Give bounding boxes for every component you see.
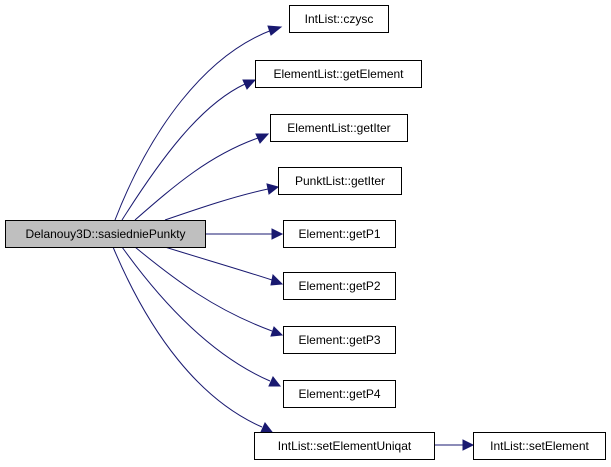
node-callee-getP4-box <box>283 380 396 408</box>
node-callee-getIter-element-box <box>270 114 408 142</box>
edge-root-getP1-arrow <box>271 228 284 240</box>
node-callee-getP3-label: Element::getP3 <box>298 333 380 347</box>
edge-root-getP4-arrow <box>268 376 282 387</box>
edge-root-setElementUniqat-arrow <box>260 422 274 433</box>
edge-root-czysc-arrow <box>267 25 283 36</box>
edge-uniqat-setElement-arrow <box>462 439 475 451</box>
edge-root-setElementUniqat <box>112 246 263 428</box>
node-callee-getIter-element-label: ElementList::getIter <box>287 121 390 135</box>
node-callee-getP2-label: Element::getP2 <box>298 279 380 293</box>
edge-root-getIter-punkt <box>164 188 269 221</box>
node-callee-getP3[interactable]: Element::getP3 <box>283 326 396 354</box>
node-callee-getP3-box <box>283 326 396 354</box>
node-secondary-setElement-box <box>473 432 606 460</box>
node-callee-getP2-box <box>283 272 396 300</box>
node-root-box <box>5 220 206 248</box>
node-callee-getP4-label: Element::getP4 <box>298 387 380 401</box>
edge-root-czysc <box>114 29 273 221</box>
node-callee-getElement-label: ElementList::getElement <box>273 67 404 81</box>
node-secondary-setElement[interactable]: IntList::setElement <box>473 432 606 460</box>
node-root[interactable]: Delanouy3D::sasiedniePunkty <box>5 220 206 248</box>
call-nodes: Delanouy3D::sasiedniePunkty IntList::czy… <box>5 5 606 460</box>
node-callee-getIter-punkt-box <box>278 167 402 195</box>
node-callee-getP1-box <box>283 220 396 248</box>
edge-root-getElement <box>121 83 246 221</box>
edge-root-getIter-element <box>134 137 259 221</box>
node-callee-setElementUniqat-box <box>254 432 435 460</box>
node-callee-czysc-label: IntList::czysc <box>305 12 374 26</box>
edge-root-getP4 <box>121 246 271 382</box>
edge-root-getP2-arrow <box>270 273 284 286</box>
edge-root-getP3 <box>134 246 273 332</box>
node-callee-getIter-punkt-label: PunktList::getIter <box>295 174 385 188</box>
node-callee-getP1[interactable]: Element::getP1 <box>283 220 396 248</box>
edge-root-getIter-punkt-arrow <box>266 183 280 195</box>
node-callee-getElement[interactable]: ElementList::getElement <box>255 60 422 88</box>
node-callee-setElementUniqat[interactable]: IntList::setElementUniqat <box>254 432 435 460</box>
node-callee-czysc-box <box>289 5 389 33</box>
node-root-label: Delanouy3D::sasiedniePunkty <box>25 227 185 241</box>
node-callee-getIter-element[interactable]: ElementList::getIter <box>270 114 408 142</box>
node-callee-getP1-label: Element::getP1 <box>298 227 380 241</box>
edge-root-getP2 <box>164 246 273 281</box>
node-callee-czysc[interactable]: IntList::czysc <box>289 5 389 33</box>
edge-root-getElement-arrow <box>242 79 257 90</box>
node-callee-getP2[interactable]: Element::getP2 <box>283 272 396 300</box>
node-secondary-setElement-label: IntList::setElement <box>490 439 589 453</box>
node-callee-getP4[interactable]: Element::getP4 <box>283 380 396 408</box>
edge-root-getIter-element-arrow <box>255 133 270 144</box>
node-callee-getIter-punkt[interactable]: PunktList::getIter <box>278 167 402 195</box>
edge-root-getP3-arrow <box>270 326 284 337</box>
call-edges <box>112 25 475 451</box>
node-callee-getElement-box <box>255 60 422 88</box>
node-callee-setElementUniqat-label: IntList::setElementUniqat <box>278 439 412 453</box>
